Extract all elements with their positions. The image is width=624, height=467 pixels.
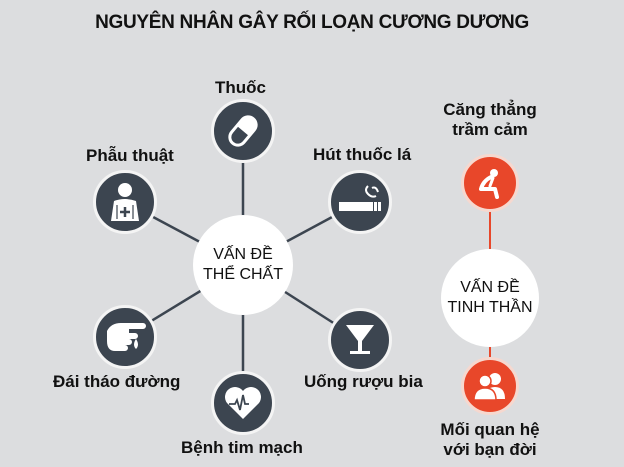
cause-stress-depression (461, 154, 519, 212)
couple-icon (473, 373, 505, 401)
finger-blood-drop-icon (107, 323, 146, 351)
cocktail-glass-icon (346, 325, 374, 354)
pill-icon (228, 115, 258, 147)
surgeon-icon (111, 183, 139, 221)
label-smoking: Hút thuốc lá (313, 145, 412, 164)
label-relationship: Mối quan hệ với bạn đời (440, 420, 540, 459)
cause-alcohol (328, 308, 392, 372)
mental-hub: VẤN ĐỀ TINH THẦN (441, 249, 539, 347)
label-diabetes: Đái tháo đường (53, 372, 181, 391)
heart-pulse-icon (225, 387, 261, 419)
cause-medication (211, 99, 275, 163)
label-alcohol: Uống rượu bia (304, 372, 423, 391)
cause-smoking (328, 170, 392, 234)
physical-hub: VẤN ĐỀ THỂ CHẤT (193, 215, 293, 315)
depressed-person-icon (479, 169, 499, 199)
diagram-title: NGUYÊN NHÂN GÂY RỐI LOẠN CƯƠNG DƯƠNG (95, 12, 529, 33)
label-heart-disease: Bệnh tim mạch (181, 438, 303, 457)
physical-hub-line1: VẤN ĐỀ (213, 246, 273, 263)
cause-diabetes (93, 305, 157, 369)
cause-relationship (461, 357, 519, 415)
physical-hub-line2: THỂ CHẤT (203, 266, 283, 283)
cause-heart-disease (211, 371, 275, 435)
label-medication: Thuốc (215, 78, 266, 97)
mental-hub-line2: TINH THẦN (447, 299, 533, 316)
label-surgery: Phẫu thuật (86, 146, 174, 165)
label-stress-depression: Căng thẳng trầm cảm (443, 100, 537, 139)
cigarette-icon (339, 185, 381, 211)
mental-hub-line1: VẤN ĐỀ (460, 279, 520, 296)
cause-surgery (93, 170, 157, 234)
